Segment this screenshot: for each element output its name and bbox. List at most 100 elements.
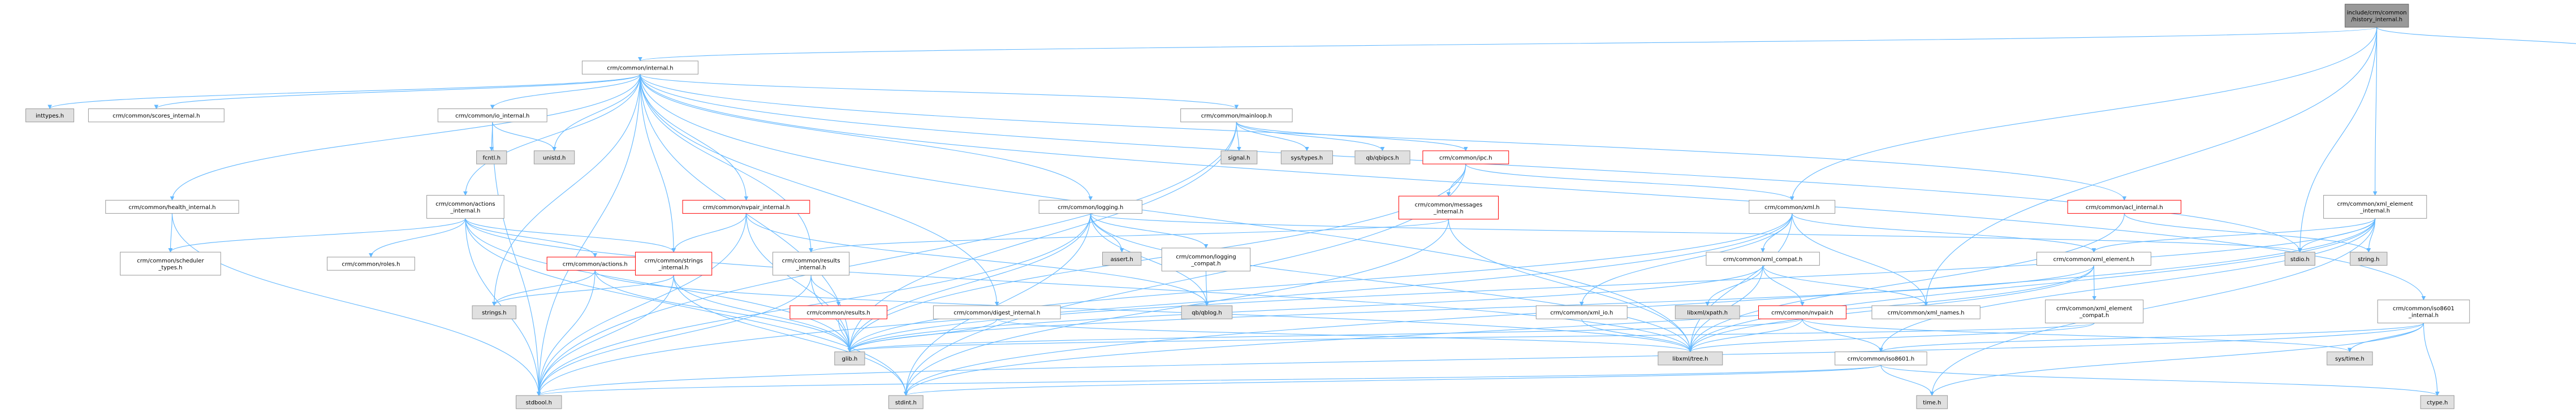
node-time: time.h bbox=[1916, 395, 1948, 409]
node-nvpair_int[interactable]: crm/common/nvpair_internal.h bbox=[682, 200, 810, 214]
node-time-label-0: time.h bbox=[1923, 400, 1941, 406]
node-logging[interactable]: crm/common/logging.h bbox=[1038, 200, 1142, 214]
node-ctype-label-0: ctype.h bbox=[2427, 400, 2448, 406]
node-messages_int[interactable]: crm/common/messages_internal.h bbox=[1398, 196, 1499, 220]
node-xml_element_int[interactable]: crm/common/xml_element_internal.h bbox=[2323, 195, 2427, 219]
node-acl_int-box bbox=[2067, 200, 2182, 214]
edge-internal-to-strings_int bbox=[640, 74, 676, 253]
node-xml[interactable]: crm/common/xml.h bbox=[1749, 200, 1836, 214]
node-actions-label-0: crm/common/actions.h bbox=[563, 262, 628, 268]
node-sched_types[interactable]: crm/common/scheduler_types.h bbox=[120, 251, 221, 276]
edge-root-to-xml_names bbox=[1923, 27, 2377, 306]
node-libxml_xpath-label-0: libxml/xpath.h bbox=[1687, 310, 1728, 316]
node-xml_element_compat-label-0: crm/common/xml_element bbox=[2056, 306, 2132, 312]
node-strings_int[interactable]: crm/common/strings_internal.h bbox=[635, 251, 713, 276]
node-messages_int-box bbox=[1398, 196, 1499, 220]
node-assert: assert.h bbox=[1102, 251, 1142, 266]
node-internal-label-0: crm/common/internal.h bbox=[607, 66, 673, 72]
node-iso8601[interactable]: crm/common/iso8601.h bbox=[1835, 352, 1927, 366]
edge-results_int-to-stdbool bbox=[536, 275, 812, 396]
node-xml_element_compat[interactable]: crm/common/xml_element_compat.h bbox=[2045, 300, 2144, 324]
node-systypes-label-0: sys/types.h bbox=[1291, 155, 1323, 161]
node-xml_names-box bbox=[1871, 305, 1980, 319]
node-stdbool: stdbool.h bbox=[516, 395, 562, 409]
node-glib: glib.h bbox=[834, 352, 865, 366]
edge-internal-to-acl_int bbox=[640, 74, 2127, 201]
edge-iso8601-to-ctype bbox=[1880, 365, 2440, 396]
node-acl_int-label-0: crm/common/acl_internal.h bbox=[2086, 205, 2163, 211]
node-mainloop[interactable]: crm/common/mainloop.h bbox=[1180, 108, 1293, 123]
edge-internal-to-stdbool bbox=[536, 74, 641, 396]
node-logging_compat[interactable]: crm/common/logging_compat.h bbox=[1161, 248, 1251, 272]
edge-internal-to-nvpair_int bbox=[640, 74, 749, 201]
node-digest_int[interactable]: crm/common/digest_internal.h bbox=[933, 305, 1061, 319]
node-xml_names[interactable]: crm/common/xml_names.h bbox=[1871, 305, 1980, 319]
node-libxml_xpath: libxml/xpath.h bbox=[1675, 305, 1740, 319]
edge-iso8601_int-to-iso8601 bbox=[1879, 323, 2424, 353]
node-io_int[interactable]: crm/common/io_internal.h bbox=[437, 108, 547, 123]
node-strings_int-box bbox=[635, 251, 713, 276]
edge-internal-to-inttypes bbox=[48, 73, 641, 110]
node-root-label-0: include/crm/common bbox=[2347, 10, 2407, 16]
edge-strings_int-to-stdbool bbox=[536, 275, 674, 396]
node-roles[interactable]: crm/common/roles.h bbox=[326, 257, 415, 271]
node-unistd: unistd.h bbox=[533, 150, 575, 164]
node-logging-label-0: crm/common/logging.h bbox=[1058, 205, 1123, 211]
edge-xml_element_int-to-xml_element bbox=[2091, 218, 2376, 253]
node-xml_compat-box bbox=[1706, 251, 1820, 266]
node-nvpair[interactable]: crm/common/nvpair.h bbox=[1758, 305, 1846, 319]
edge-actions_int-to-sched_types bbox=[168, 218, 466, 253]
node-xml_element[interactable]: crm/common/xml_element.h bbox=[2036, 251, 2151, 266]
node-xml_io-label-0: crm/common/xml_io.h bbox=[1550, 310, 1613, 316]
node-actions[interactable]: crm/common/actions.h bbox=[546, 257, 644, 271]
node-root[interactable]: include/crm/common/history_internal.h bbox=[2345, 3, 2409, 28]
edge-internal-to-health_int bbox=[170, 74, 641, 201]
node-xml_io[interactable]: crm/common/xml_io.h bbox=[1535, 305, 1628, 319]
node-internal[interactable]: crm/common/internal.h bbox=[581, 60, 698, 75]
edge-acl_int-to-libxml_tree bbox=[1688, 213, 2125, 353]
node-strings-box bbox=[472, 305, 517, 319]
edge-results_int-to-results bbox=[810, 275, 841, 306]
node-health_int[interactable]: crm/common/health_internal.h bbox=[105, 200, 239, 214]
edge-actions_int-to-stdint bbox=[465, 218, 908, 396]
node-inttypes-box bbox=[25, 108, 75, 123]
edge-xml_element_int-to-time bbox=[1930, 218, 2376, 396]
node-xml_compat[interactable]: crm/common/xml_compat.h bbox=[1706, 251, 1820, 266]
edge-xml_element-to-stdint bbox=[904, 265, 2095, 396]
edge-internal-to-actions_int bbox=[463, 74, 641, 196]
node-systypes: sys/types.h bbox=[1280, 150, 1333, 164]
node-stdint-label-0: stdint.h bbox=[895, 400, 917, 406]
node-iso8601_int-box bbox=[2377, 300, 2470, 324]
node-ipc[interactable]: crm/common/ipc.h bbox=[1422, 150, 1509, 164]
node-glib-label-0: glib.h bbox=[842, 356, 858, 362]
node-messages_int-label-1: _internal.h bbox=[1433, 209, 1464, 215]
node-roles-label-0: crm/common/roles.h bbox=[342, 262, 400, 268]
node-stdio: stdio.h bbox=[2284, 251, 2315, 266]
node-xml_element-label-0: crm/common/xml_element.h bbox=[2053, 257, 2135, 263]
node-sched_types-label-0: crm/common/scheduler bbox=[137, 258, 204, 264]
node-iso8601_int[interactable]: crm/common/iso8601_internal.h bbox=[2377, 300, 2470, 324]
node-scores_int[interactable]: crm/common/scores_internal.h bbox=[88, 108, 225, 123]
edge-internal-to-libxml_tree bbox=[640, 74, 1693, 353]
node-stdint-box bbox=[888, 395, 924, 409]
nodes-layer: include/crm/common/history_internal.hcrm… bbox=[25, 3, 2470, 409]
node-results[interactable]: crm/common/results.h bbox=[789, 305, 887, 319]
node-actions_int[interactable]: crm/common/actions_internal.h bbox=[426, 195, 504, 219]
node-logging_compat-box bbox=[1161, 248, 1251, 272]
edge-internal-to-results_int bbox=[640, 74, 813, 253]
edge-xml-to-xml_io bbox=[1579, 213, 1793, 306]
node-logging_compat-label-0: crm/common/logging bbox=[1176, 254, 1236, 260]
edge-mainloop-to-systypes bbox=[1236, 122, 1309, 151]
node-iso8601-label-0: crm/common/iso8601.h bbox=[1848, 356, 1915, 362]
edge-internal-to-io_int bbox=[490, 74, 641, 110]
node-unistd-box bbox=[533, 150, 575, 164]
edge-strings_int-to-stdint bbox=[673, 275, 908, 396]
node-nvpair_int-box bbox=[682, 200, 810, 214]
node-results_int[interactable]: crm/common/results_internal.h bbox=[773, 251, 850, 276]
node-xml_element_int-label-0: crm/common/xml_element bbox=[2337, 201, 2413, 207]
node-mainloop-box bbox=[1180, 108, 1293, 123]
edge-iso8601_int-to-time bbox=[1930, 323, 2424, 396]
edge-internal-to-digest_int bbox=[640, 74, 999, 306]
node-acl_int[interactable]: crm/common/acl_internal.h bbox=[2067, 200, 2182, 214]
